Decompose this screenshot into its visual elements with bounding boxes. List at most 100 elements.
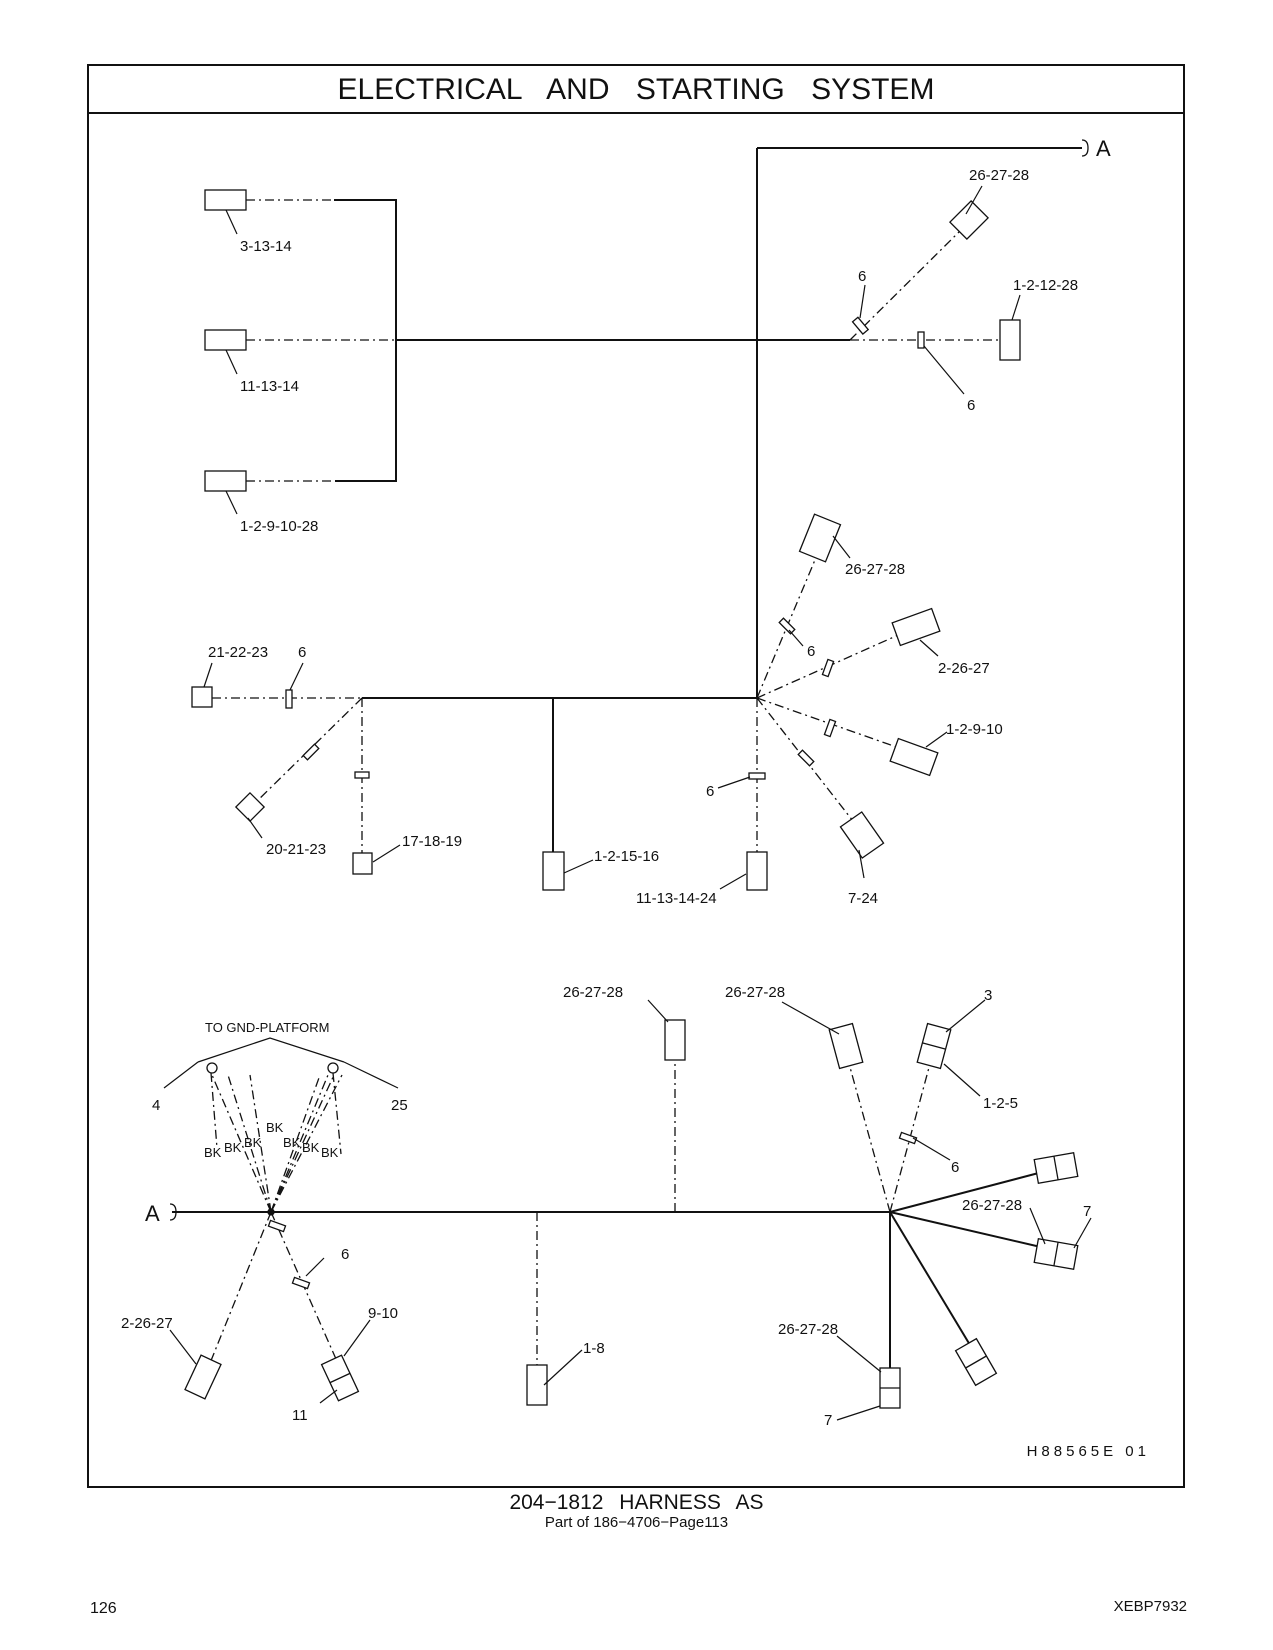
label-1-2-12-28: 1-2-12-28 — [1013, 277, 1078, 294]
label-1-8: 1-8 — [583, 1340, 605, 1357]
label-bk: BK — [204, 1145, 222, 1160]
upper-leaders — [203, 185, 1021, 890]
caption-subtitle: Part of 186−4706−Page113 — [544, 1514, 729, 1531]
continuation-mark-bottom — [169, 1203, 177, 1221]
label-26-27-28-b: 26-27-28 — [725, 984, 785, 1001]
label-7-right: 7 — [1083, 1203, 1091, 1220]
label-3-13-14: 3-13-14 — [240, 238, 292, 255]
label-gnd-4: 4 — [152, 1097, 160, 1114]
plug-cap — [291, 1276, 311, 1290]
label-3: 3 — [984, 987, 992, 1004]
connector-26-27-28-b — [828, 1022, 864, 1070]
plug-cap — [917, 331, 925, 349]
label-7-24: 7-24 — [848, 890, 878, 907]
plug-cap — [748, 772, 766, 780]
lower-leaders — [163, 999, 1092, 1421]
connector-1-2-9-10-28 — [204, 470, 247, 492]
label-bk: BK — [266, 1120, 284, 1135]
connector-11-13-14 — [204, 329, 247, 351]
connector-20-21-23 — [234, 791, 266, 823]
label-mid-6b: 6 — [706, 783, 714, 800]
label-bk: BK — [283, 1135, 301, 1150]
label-21-22-23: 21-22-23 — [208, 644, 268, 661]
connector-2-26-27 — [891, 607, 941, 647]
connector-right-bottom — [954, 1337, 998, 1387]
plug-cap — [354, 771, 370, 779]
label-11-13-14-24: 11-13-14-24 — [636, 890, 717, 907]
upper-dashed-wires — [212, 199, 1000, 854]
label-1-2-5: 1-2-5 — [983, 1095, 1018, 1112]
splice-point — [267, 1208, 275, 1216]
figure-id: H88565E 01 — [1027, 1443, 1150, 1460]
connector-9-10-11 — [320, 1354, 360, 1402]
connector-7-24 — [839, 811, 885, 859]
lower-trunk-wires — [172, 1169, 1051, 1368]
connector-21-22-23 — [191, 686, 213, 708]
connector-17-18-19 — [352, 852, 373, 875]
connector-mid-26-27-28 — [798, 513, 842, 563]
connector-right-top — [1033, 1151, 1079, 1185]
continuation-label-bottom: A — [145, 1201, 160, 1226]
label-top-6a: 6 — [858, 268, 866, 285]
label-20-21-23: 20-21-23 — [266, 841, 326, 858]
label-26-27-28-d: 26-27-28 — [778, 1321, 838, 1338]
label-gnd-platform: TO GND-PLATFORM — [205, 1020, 329, 1035]
label-top-6b: 6 — [967, 397, 975, 414]
page-number: 126 — [90, 1600, 117, 1617]
label-mid-6a: 6 — [807, 643, 815, 660]
label-11-13-14: 11-13-14 — [240, 378, 299, 395]
ground-terminal-25 — [327, 1062, 339, 1074]
label-bk: BK — [224, 1140, 242, 1155]
plug-cap — [797, 749, 815, 767]
label-17-18-19: 17-18-19 — [402, 833, 462, 850]
label-6-left: 6 — [341, 1246, 349, 1263]
connector-top-26-27-28 — [948, 199, 990, 241]
connector-26-27-28-c-7 — [1033, 1237, 1079, 1271]
label-2-26-27: 2-26-27 — [121, 1315, 173, 1332]
label-left-6: 6 — [298, 644, 306, 661]
connector-3-13-14 — [204, 189, 247, 211]
label-9-10: 9-10 — [368, 1305, 398, 1322]
continuation-mark-top — [1081, 139, 1089, 157]
document-code: XEBP7932 — [1113, 1598, 1187, 1615]
connector-1-2-9-10 — [889, 737, 939, 777]
label-6-right: 6 — [951, 1159, 959, 1176]
upper-plugs — [285, 316, 925, 780]
label-1-2-9-10-28: 1-2-9-10-28 — [240, 518, 318, 535]
ground-platform-bracket — [197, 1037, 345, 1216]
label-26-27-28-a: 26-27-28 — [563, 984, 623, 1001]
continuation-label-top: A — [1096, 136, 1111, 161]
label-1-2-15-16: 1-2-15-16 — [594, 848, 659, 865]
plug-cap — [778, 617, 796, 635]
connector-26-27-28-a — [664, 1019, 686, 1061]
label-bk: BK — [321, 1145, 339, 1160]
connector-1-2-15-16 — [542, 851, 565, 891]
ground-terminal-4 — [206, 1062, 218, 1074]
plug-cap — [851, 316, 870, 335]
caption-title: 204−1812 HARNESS AS — [509, 1491, 764, 1514]
plug-cap — [302, 743, 320, 761]
connector-26-27-28-d-7 — [879, 1367, 901, 1409]
connector-2-26-27 — [184, 1354, 222, 1400]
plug-cap — [823, 718, 837, 738]
label-mid-26-27-28: 26-27-28 — [845, 561, 905, 578]
label-gnd-25: 25 — [391, 1097, 408, 1114]
plug-cap — [267, 1219, 287, 1233]
connector-3-1-2-5 — [916, 1022, 952, 1070]
upper-trunk-wires — [334, 147, 1082, 854]
connector-1-2-12-28 — [999, 319, 1021, 361]
page-title: ELECTRICAL AND STARTING SYSTEM — [89, 66, 1183, 114]
plug-cap — [898, 1131, 918, 1145]
drawing-frame: ELECTRICAL AND STARTING SYSTEM — [87, 64, 1185, 1488]
label-26-27-28-c: 26-27-28 — [962, 1197, 1022, 1214]
label-7-bottom: 7 — [824, 1412, 832, 1429]
label-top-26-27-28: 26-27-28 — [969, 167, 1029, 184]
label-11: 11 — [292, 1407, 308, 1424]
upper-connectors — [191, 189, 1021, 891]
label-2-26-27: 2-26-27 — [938, 660, 990, 677]
plug-cap — [285, 689, 293, 709]
connector-11-13-14-24 — [746, 851, 768, 891]
label-1-2-9-10: 1-2-9-10 — [946, 721, 1003, 738]
plug-cap — [821, 658, 835, 678]
